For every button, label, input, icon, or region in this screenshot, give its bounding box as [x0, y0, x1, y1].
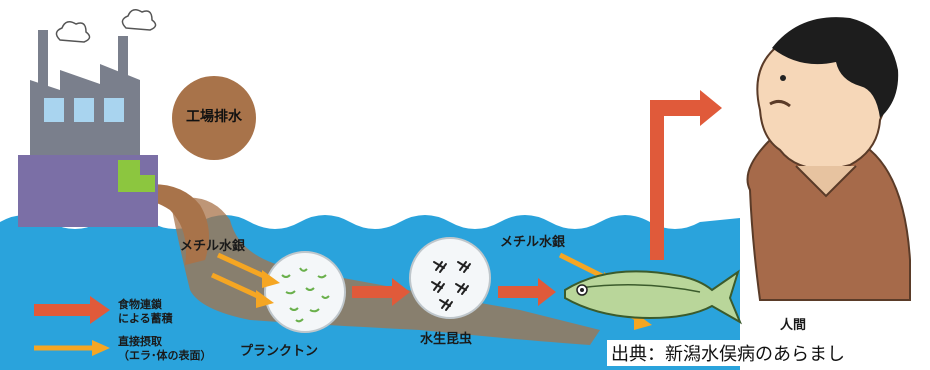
legend-food-chain-line2: による蓄積	[118, 312, 173, 325]
plankton-circle	[264, 251, 346, 333]
legend-direct-arrow	[34, 340, 110, 356]
factory	[18, 9, 158, 227]
wastewater-stream	[140, 184, 209, 265]
fish	[564, 269, 743, 325]
label-aquatic-insects: 水生昆虫	[420, 332, 473, 347]
legend-direct-line1: 直接摂取	[118, 335, 162, 348]
label-wastewater: 工場排水	[186, 109, 242, 125]
legend-food-chain-arrow	[34, 296, 110, 324]
legend-direct-line2: （エラ･体の表面）	[118, 349, 212, 362]
wastewater-circle	[172, 76, 256, 160]
label-methylmercury-right: メチル水銀	[500, 235, 566, 250]
food-chain-arrows	[352, 90, 722, 306]
human-figure	[746, 17, 911, 301]
source-caption: 出典：新潟水俣病のあらまし	[607, 340, 849, 366]
label-plankton: プランクトン	[240, 344, 319, 359]
label-methylmercury-left: メチル水銀	[180, 239, 246, 254]
label-human: 人間	[780, 318, 807, 333]
legend-food-chain-line1: 食物連鎖	[118, 298, 162, 311]
aquatic-insects-circle	[409, 237, 491, 319]
legend	[34, 296, 110, 356]
